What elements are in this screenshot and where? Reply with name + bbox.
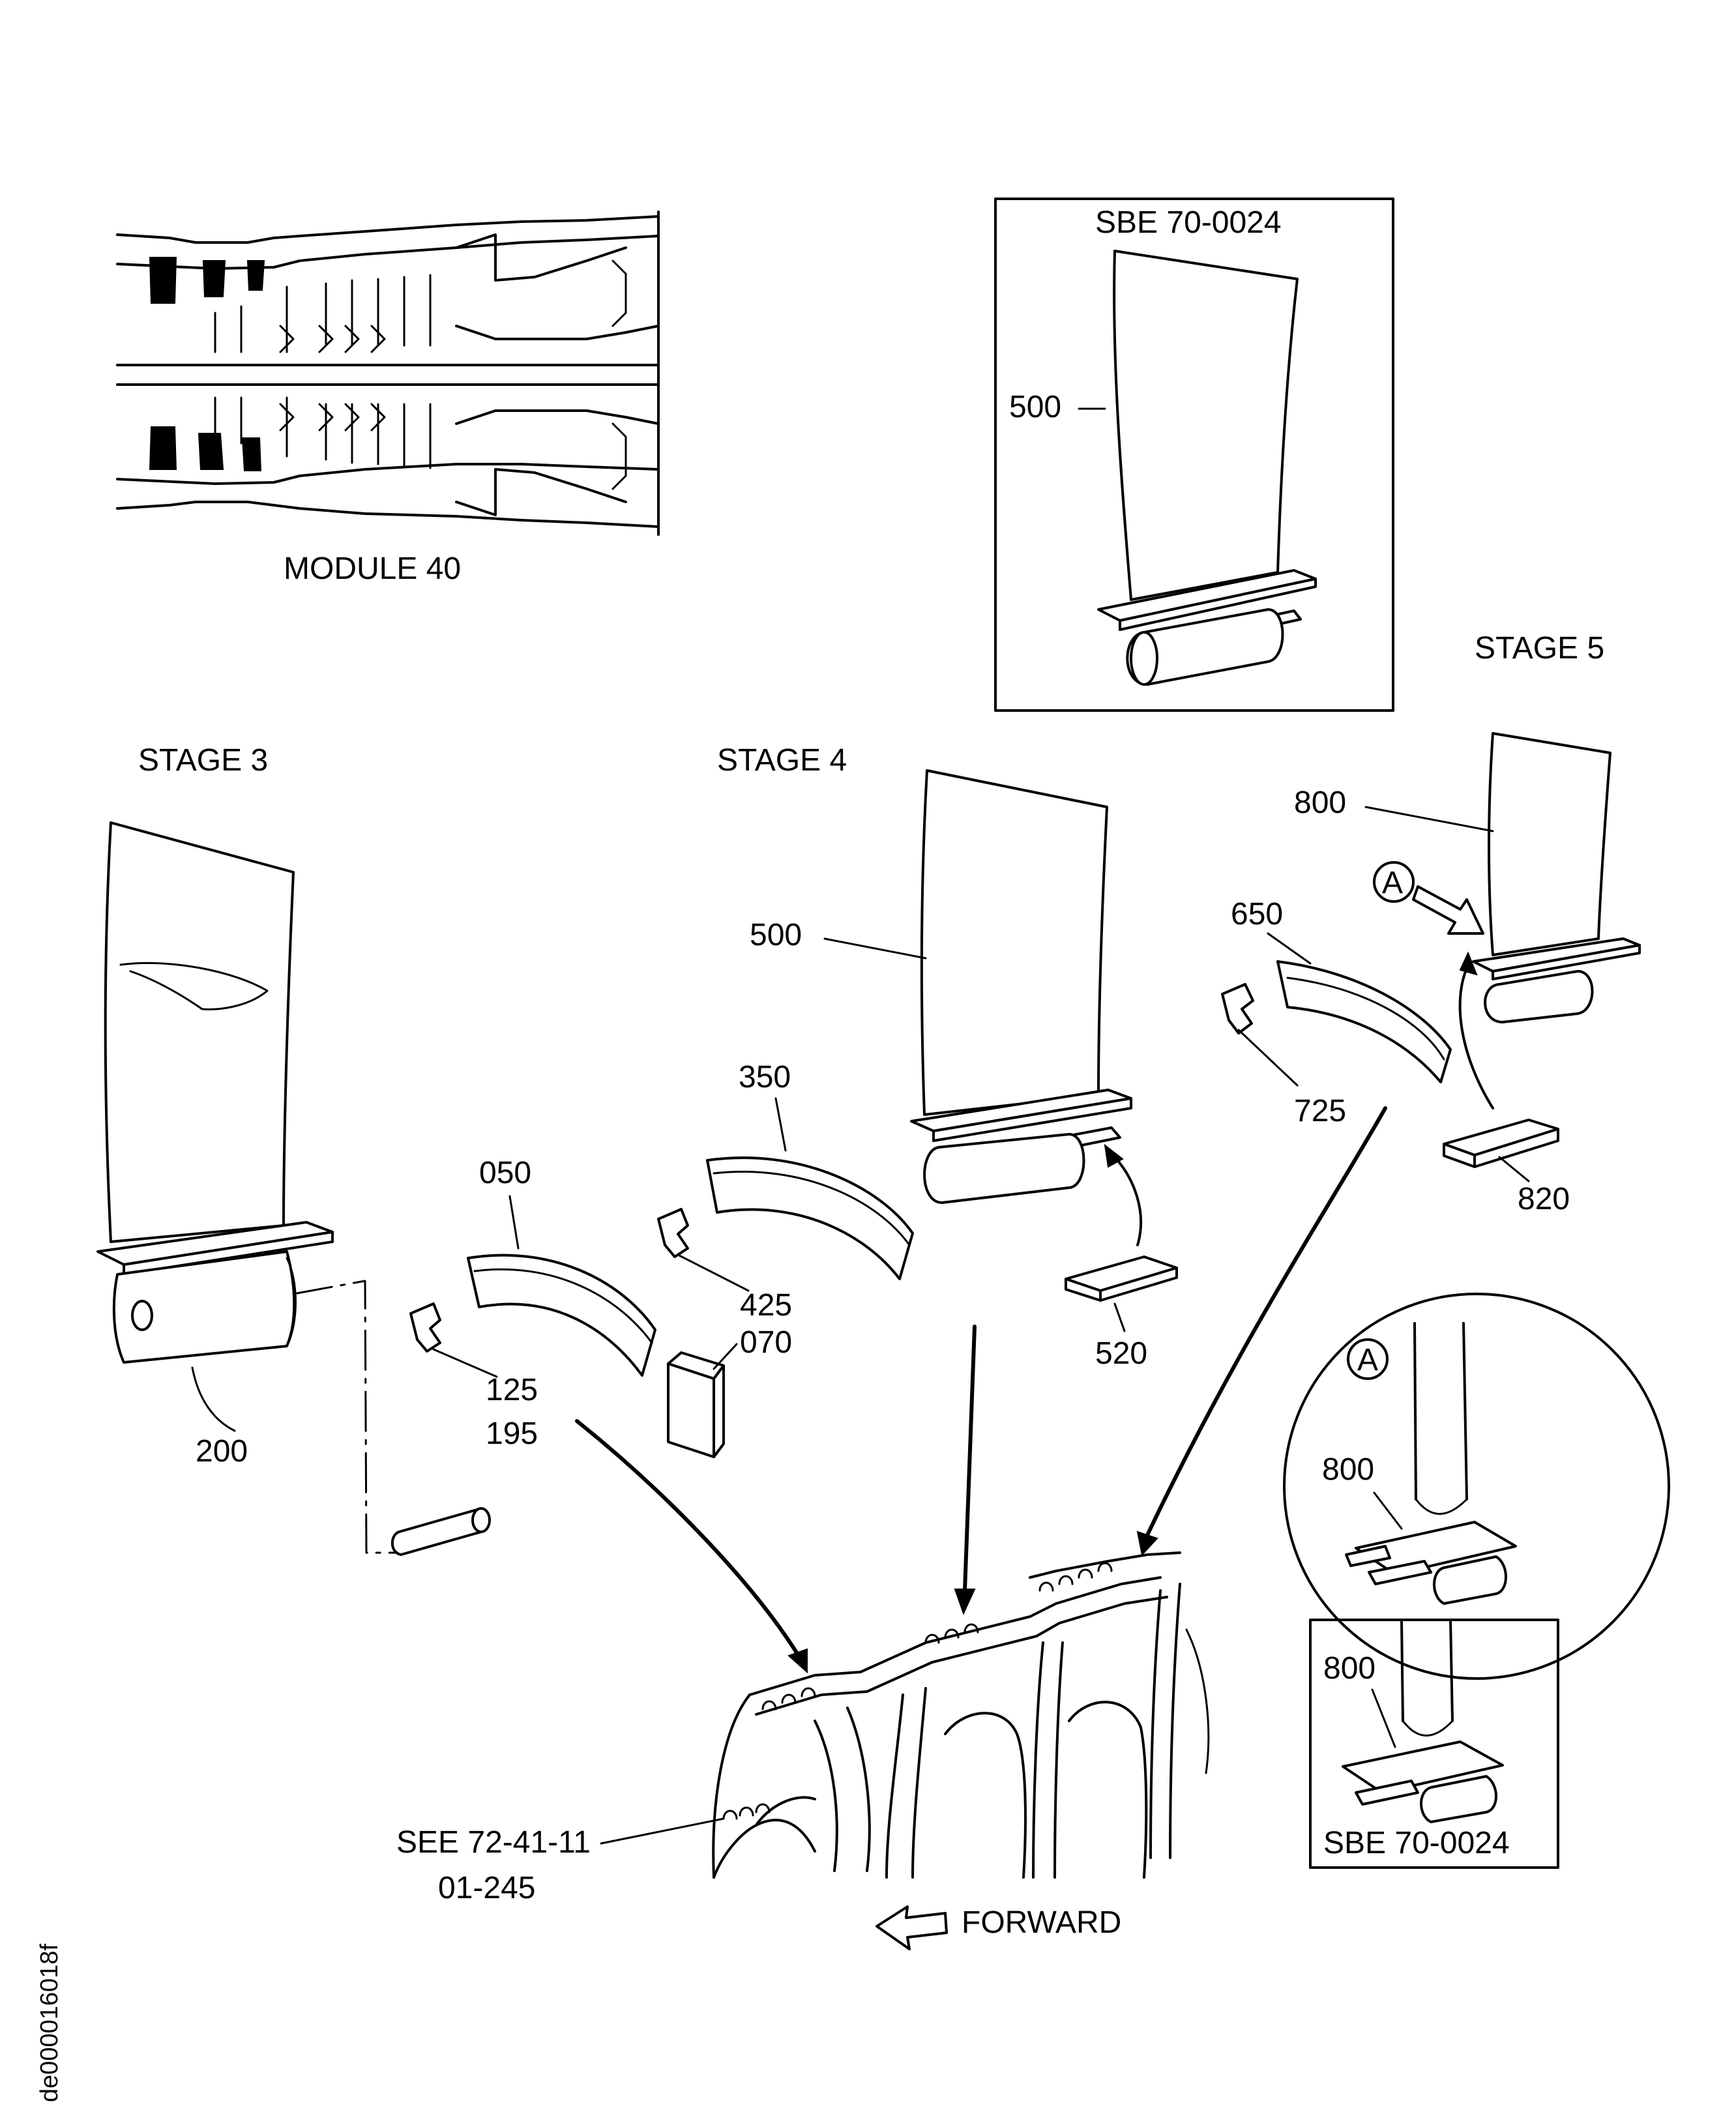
part-050-seal-arc [467,1254,656,1377]
document-id: de000016018f [36,1944,63,2102]
leader-800-detail [1373,1491,1403,1530]
arrowhead-820 [1459,951,1478,976]
forward-label: FORWARD [962,1905,1121,1940]
part-820-plate [1443,1119,1559,1168]
forward-arrow-icon [875,1905,948,1950]
sbe-detail-blade-800 [1342,1619,1504,1823]
leader-820 [1498,1156,1530,1182]
sbe-detail-box [1309,1619,1559,1869]
part-650-seal-arc [1276,960,1452,1083]
leader-200 [191,1366,236,1432]
arrow-520-to-blade [1110,1152,1143,1246]
arrowhead-stage3 [787,1648,808,1674]
label-125: 125 [486,1373,538,1407]
module-40-cross-section [116,211,660,536]
part-125-lock [409,1302,441,1353]
leader-see-ref [600,1817,725,1845]
arrow-820-to-blade [1458,960,1494,1109]
sbe-inset-box [994,198,1394,712]
arrow-stage5-to-rotor [1145,1106,1387,1537]
label-800: 800 [1294,785,1346,820]
callout-a-marker: A [1373,861,1484,935]
part-195-pin [390,1507,491,1556]
detail-a-view: A [1283,1293,1670,1680]
label-050: 050 [479,1156,531,1190]
sbe-detail-title: SBE 70-0024 [1323,1826,1510,1860]
leader-425 [677,1254,750,1292]
stage-4-label: STAGE 4 [717,743,847,778]
leader-520 [1113,1302,1126,1332]
label-820: 820 [1518,1182,1570,1216]
arrow-stage3-to-rotor [575,1419,801,1658]
detail-a-letter: A [1357,1343,1378,1377]
label-725: 725 [1294,1094,1346,1128]
part-425-lock [657,1208,689,1258]
leader-050 [508,1195,520,1250]
arrowhead-520 [1104,1143,1124,1168]
label-500-inset: 500 [1009,390,1061,424]
callout-a-letter: A [1382,866,1403,900]
stage-5-blade-800 [1472,732,1641,1023]
leader-350 [774,1097,787,1152]
label-425: 425 [740,1288,792,1323]
centerline-pin-195 [292,1280,404,1554]
leader-125 [432,1348,498,1378]
part-070-plate [667,1351,725,1458]
arrow-stage4-to-rotor [963,1325,977,1592]
rotor-disk-assembly [712,1551,1210,1879]
stage-3-label: STAGE 3 [138,743,268,778]
sbe-inset-blade-500 [1097,250,1317,686]
see-ref-line2: 01-245 [438,1871,535,1905]
label-200: 200 [196,1434,248,1469]
label-800-detail: 800 [1322,1452,1374,1487]
leader-500 [823,937,927,960]
leader-800-sbe [1371,1688,1396,1748]
leader-070 [713,1343,738,1370]
arrowhead-stage5 [1136,1531,1158,1557]
sbe-inset-title: SBE 70-0024 [1095,205,1282,240]
leader-725 [1237,1029,1299,1087]
part-520-plate [1065,1255,1178,1302]
part-350-seal-arc [706,1156,914,1280]
label-520: 520 [1095,1336,1147,1371]
label-195: 195 [486,1416,538,1451]
see-ref-line1: SEE 72-41-11 [396,1825,591,1860]
leader-650 [1267,932,1312,965]
stage-5-label: STAGE 5 [1475,631,1604,666]
label-070: 070 [740,1325,792,1360]
label-800-sbe: 800 [1323,1651,1376,1686]
label-650: 650 [1231,897,1283,931]
part-725-lock [1221,983,1254,1034]
arrowhead-stage4 [954,1589,976,1615]
stage-4-blade-500 [910,769,1132,1204]
label-350: 350 [739,1060,791,1094]
stage-3-blade-200 [96,821,334,1364]
label-500: 500 [750,918,802,952]
leader-800 [1364,806,1494,832]
module-40-label: MODULE 40 [284,551,461,586]
